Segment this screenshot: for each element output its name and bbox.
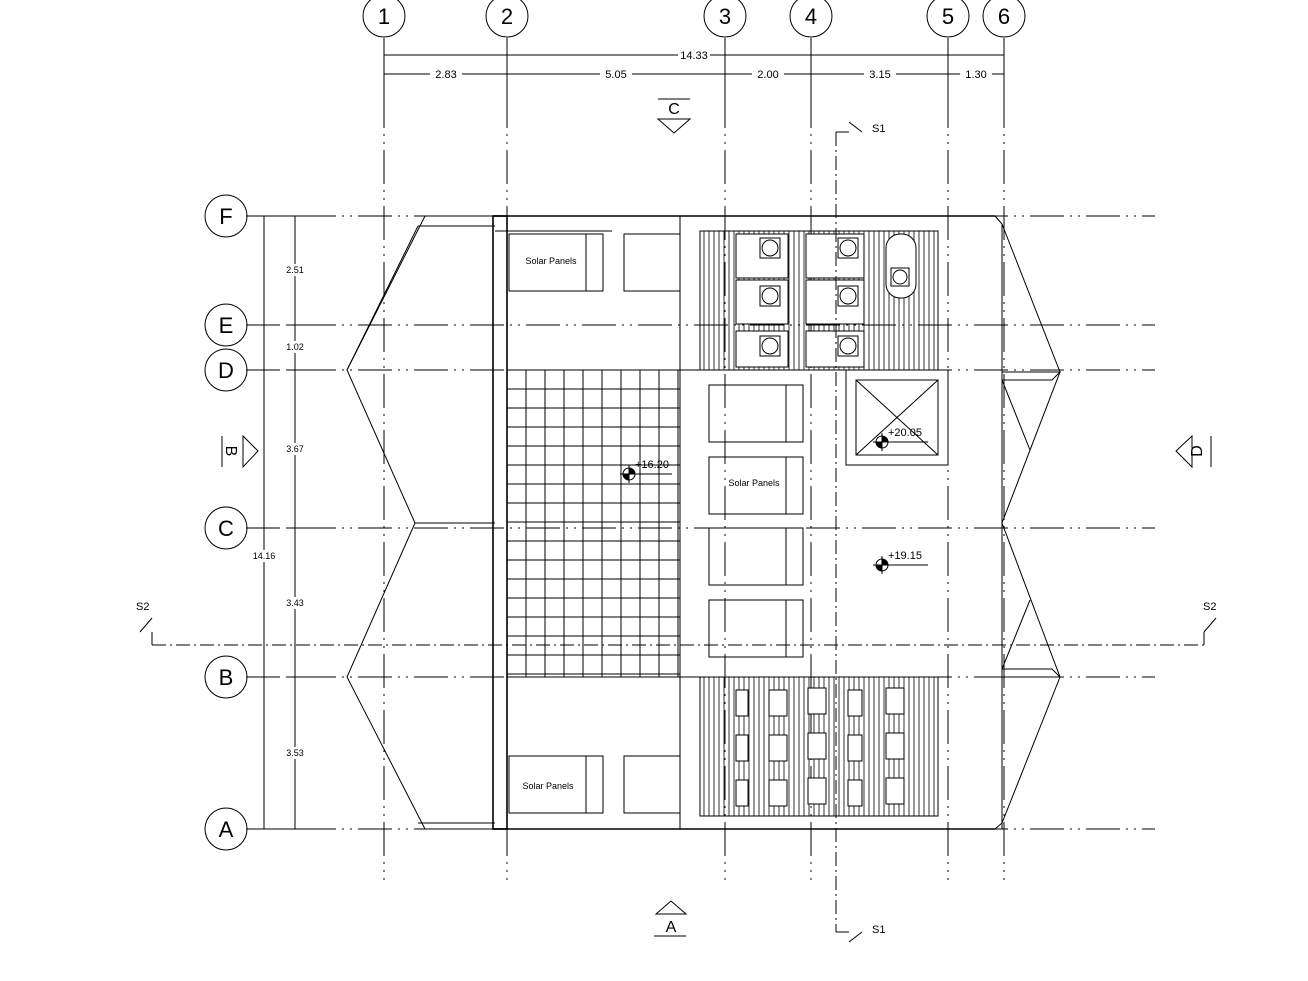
dim-vsegment-1: 2.51 xyxy=(286,265,304,275)
dim-segment-3: 2.00 xyxy=(757,69,778,81)
dim-total-height: 14.16 xyxy=(253,551,276,561)
level-marker-central: +16.20 xyxy=(620,459,672,483)
dim-vsegment-5: 3.53 xyxy=(286,748,304,758)
grid-bubble-row-b: B xyxy=(204,655,248,699)
solar-panel-top-right-half xyxy=(623,233,681,292)
grid-label-col-2: 2 xyxy=(501,4,513,29)
dim-vsegment-2: 1.02 xyxy=(286,342,304,352)
grid-bubble-col-6: 6 xyxy=(982,0,1026,38)
hatched-roof-top xyxy=(699,230,939,371)
solar-panel-top-left: Solar Panels xyxy=(508,233,604,292)
grid-bubble-row-c: C xyxy=(204,506,248,550)
hatched-roof-bottom xyxy=(699,676,939,817)
solar-panels-label-center: Solar Panels xyxy=(728,478,780,488)
column-grid-bubbles: 1 2 3 4 5 6 xyxy=(362,0,1026,38)
dim-vsegment-4: 3.43 xyxy=(286,598,304,608)
grid-label-col-4: 4 xyxy=(805,4,817,29)
grid-label-row-e: E xyxy=(219,313,234,338)
level-stair-text: +20.05 xyxy=(888,427,922,439)
grid-label-row-a: A xyxy=(219,817,234,842)
level-marker-roof: +19.15 xyxy=(873,550,928,574)
vertical-dimensions: 14.16 2.51 1.02 3.67 3.43 3.53 xyxy=(250,215,308,830)
solar-panel-center-1 xyxy=(708,384,804,443)
ac-units-top xyxy=(735,233,917,368)
level-central-text: +16.20 xyxy=(635,459,669,471)
section-s1-label-bottom: S1 xyxy=(872,924,885,936)
dim-segment-4: 3.15 xyxy=(869,69,890,81)
section-s2-label-left: S2 xyxy=(136,601,149,613)
grid-label-row-b: B xyxy=(219,665,234,690)
dim-vsegment-3: 3.67 xyxy=(286,444,304,454)
grid-bubble-col-2: 2 xyxy=(485,0,529,38)
grid-label-col-5: 5 xyxy=(942,4,954,29)
stair-shaft xyxy=(845,369,949,466)
solar-panels-label-bottom: Solar Panels xyxy=(522,781,574,791)
grid-label-col-6: 6 xyxy=(998,4,1010,29)
grid-label-col-3: 3 xyxy=(719,4,731,29)
elevation-top-label: C xyxy=(668,101,680,118)
solar-panel-center-3 xyxy=(708,527,804,586)
elevation-left-label: B xyxy=(222,446,239,457)
solar-panels: Solar Panels Solar Panels Solar Panels xyxy=(508,233,804,814)
horizontal-dimensions: 14.33 2.83 5.05 2.00 3.15 1.30 xyxy=(383,45,1005,105)
grid-bubble-row-e: E xyxy=(204,303,248,347)
elevation-marker-left: B xyxy=(221,434,259,469)
section-line-s1: S1 S1 xyxy=(835,121,885,943)
section-s1-label-top: S1 xyxy=(872,123,885,135)
section-s2-label-right: S2 xyxy=(1203,601,1216,613)
solar-panel-center-4 xyxy=(708,599,804,658)
dim-total-width: 14.33 xyxy=(680,50,708,62)
solar-panel-bottom-left: Solar Panels xyxy=(508,755,604,814)
elevation-marker-top: C xyxy=(656,98,692,134)
dim-segment-5: 1.30 xyxy=(965,69,986,81)
section-line-s2: S2 S2 xyxy=(136,601,1216,646)
solar-panel-bottom-right-half xyxy=(623,755,681,814)
grid-label-row-f: F xyxy=(219,204,232,229)
skylight-grid xyxy=(506,369,681,678)
solar-panels-label-top: Solar Panels xyxy=(525,256,577,266)
building-outline xyxy=(346,215,1062,830)
grid-label-row-c: C xyxy=(218,516,234,541)
grid-bubble-row-a: A xyxy=(204,807,248,851)
grid-bubble-row-d: D xyxy=(204,348,248,392)
grid-label-col-1: 1 xyxy=(378,4,390,29)
solar-panel-center-2: Solar Panels xyxy=(708,456,804,515)
elevation-marker-bottom: A xyxy=(654,900,688,937)
grid-bubble-col-1: 1 xyxy=(362,0,406,38)
level-roof-text: +19.15 xyxy=(888,550,922,562)
elevation-bottom-label: A xyxy=(666,919,677,936)
roof-vents-bottom xyxy=(735,687,905,807)
elevation-right-label: D xyxy=(1189,445,1206,457)
grid-bubble-row-f: F xyxy=(204,194,248,238)
elevation-marker-right: D xyxy=(1175,434,1212,469)
grid-bubble-col-4: 4 xyxy=(789,0,833,38)
grid-bubble-col-3: 3 xyxy=(703,0,747,38)
row-grid-bubbles: F E D C B A xyxy=(204,194,248,851)
grid-bubble-col-5: 5 xyxy=(926,0,970,38)
dim-segment-2: 5.05 xyxy=(605,69,626,81)
dim-segment-1: 2.83 xyxy=(435,69,456,81)
level-marker-stair: +20.05 xyxy=(873,427,928,451)
grid-label-row-d: D xyxy=(218,358,234,383)
